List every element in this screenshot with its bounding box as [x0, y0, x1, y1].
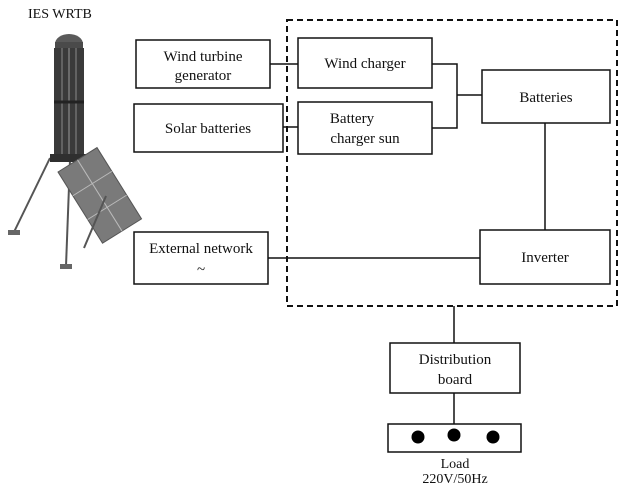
- solar-batteries-label: Solar batteries: [165, 121, 251, 137]
- battery-charger-sun-block: Battery charger sun: [297, 101, 433, 155]
- inverter-block: Inverter: [479, 229, 611, 285]
- socket-dot-icon: [411, 430, 425, 444]
- battery-charger-sun-label-1: Battery: [330, 111, 375, 127]
- battery-charger-sun-label-2: charger sun: [330, 131, 400, 147]
- distribution-board-label-1: Distribution: [419, 352, 492, 368]
- wind-turbine-generator-block: Wind turbine generator: [135, 39, 271, 89]
- batteries-label: Batteries: [519, 90, 572, 106]
- batteries-block: Batteries: [481, 69, 611, 124]
- load-label: Load: [441, 457, 470, 472]
- load-voltage-label: 220V/50Hz: [422, 472, 487, 487]
- distribution-board-block: Distribution board: [389, 342, 521, 394]
- wind-charger-block: Wind charger: [297, 37, 433, 89]
- socket-dot-icon: [447, 428, 461, 442]
- load-block: Load 220V/50Hz: [387, 423, 522, 487]
- wind-turbine-generator-label-2: generator: [175, 68, 232, 84]
- illustration-title: IES WRTB: [28, 7, 92, 22]
- wind-charger-label: Wind charger: [324, 56, 405, 72]
- external-network-block: External network ~: [133, 231, 269, 285]
- socket-dot-icon: [486, 430, 500, 444]
- external-network-label: External network: [149, 241, 253, 257]
- wind-solar-tower-icon: [8, 34, 143, 269]
- distribution-board-label-2: board: [438, 372, 473, 388]
- connectors: [268, 63, 546, 424]
- system-boundary: [286, 19, 618, 307]
- solar-batteries-block: Solar batteries: [133, 103, 284, 153]
- wind-turbine-generator-label-1: Wind turbine: [164, 49, 243, 65]
- external-network-symbol: ~: [197, 262, 205, 278]
- inverter-label: Inverter: [521, 250, 568, 266]
